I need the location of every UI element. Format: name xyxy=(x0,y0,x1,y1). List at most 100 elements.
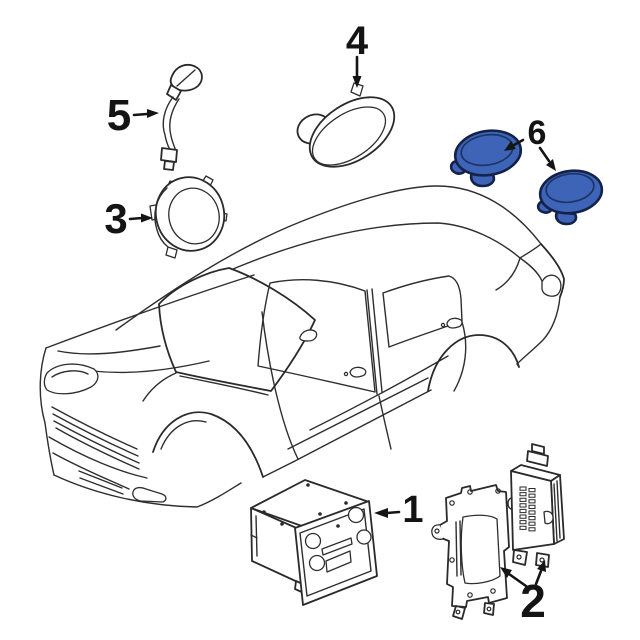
callout-2-number: 2 xyxy=(520,575,546,627)
radio-screw xyxy=(262,510,266,514)
sill-front xyxy=(262,461,294,478)
callout-1: 1 xyxy=(374,489,424,531)
callout-3: 3 xyxy=(104,195,153,242)
tweeter-right-foot xyxy=(554,210,578,226)
bumper-bottom xyxy=(53,474,242,508)
side-mirror xyxy=(299,329,318,342)
radio-cd-slot xyxy=(321,537,353,556)
bracket-foot-hole xyxy=(455,609,461,615)
windshield xyxy=(158,267,316,392)
part-mounting-bracket xyxy=(431,484,510,620)
callout-1-number: 1 xyxy=(402,489,423,531)
cable-wire xyxy=(162,96,180,152)
callouts: 1 2 3 4 5 6 xyxy=(104,19,556,627)
rear-door-window xyxy=(382,275,463,348)
radio-button-top xyxy=(304,532,322,550)
callout-2-arrowhead-right xyxy=(537,560,546,572)
amp-foot-right xyxy=(535,552,550,568)
radio-screw xyxy=(318,512,322,516)
cable-neck xyxy=(166,84,182,101)
callout-1-arrowhead xyxy=(374,508,388,518)
callout-2-arrow-right xyxy=(534,569,543,586)
bracket-hole xyxy=(449,557,455,563)
hood-silhouette xyxy=(45,274,255,349)
callout-5: 5 xyxy=(107,91,159,140)
amp-top-connector-step xyxy=(531,443,545,455)
callout-4: 4 xyxy=(346,19,369,88)
callout-4-arrowhead xyxy=(352,76,362,88)
radio-button-bottom xyxy=(308,554,326,572)
front-left-edge xyxy=(39,347,55,476)
bracket-ear-hole xyxy=(434,528,440,534)
amp-ribs xyxy=(553,480,561,542)
part-amplifier-module xyxy=(507,443,565,568)
rear-door-keyhole xyxy=(440,322,446,328)
bracket-hole xyxy=(490,588,496,594)
cable-top-connector-edge xyxy=(176,69,196,87)
speaker-rim-arc xyxy=(154,187,169,248)
bracket-hole xyxy=(449,500,455,506)
cowl-line xyxy=(179,375,269,396)
door-crease xyxy=(309,355,449,431)
front-arch-inner xyxy=(160,420,207,450)
amp-notch xyxy=(507,497,512,510)
amp-top-connector xyxy=(526,450,549,467)
part-tweeter-right xyxy=(536,169,604,226)
fog-lamp xyxy=(132,486,167,503)
rear-window-seam xyxy=(519,243,542,259)
headlight xyxy=(43,363,99,395)
rocker-top xyxy=(287,377,429,450)
callout-6-arrow-right xyxy=(538,146,551,163)
bracket-slot xyxy=(455,520,462,577)
rear-bumper xyxy=(516,296,561,365)
callout-3-arrowhead xyxy=(141,213,153,223)
radio-faceplate-inset xyxy=(299,508,372,597)
radio-screw xyxy=(336,524,340,528)
callout-3-number: 3 xyxy=(104,195,127,242)
callout-5-arrowhead xyxy=(147,109,159,118)
cable-bottom-nub xyxy=(163,160,175,171)
callout-6-number: 6 xyxy=(528,114,547,152)
oval-speaker-rim xyxy=(311,106,387,166)
amp-foot-hole xyxy=(539,557,545,563)
bumper-band-2 xyxy=(52,452,130,490)
trunk-seam xyxy=(519,257,543,282)
callout-2-arrow-left xyxy=(507,572,528,588)
tweeter-right-rim xyxy=(545,172,595,204)
bumper-band-1 xyxy=(48,436,148,479)
callout-2: 2 xyxy=(500,560,546,627)
bracket-hole xyxy=(467,592,473,598)
radio-screw xyxy=(344,501,348,505)
front-door-rear-edge xyxy=(378,395,392,450)
amp-side-tab xyxy=(543,510,554,525)
bracket-hole xyxy=(495,488,501,494)
b-pillar xyxy=(366,288,383,395)
amp-foot-hole xyxy=(516,554,522,560)
rear-bumper-join xyxy=(516,363,520,368)
callout-4-number: 4 xyxy=(346,19,369,63)
bracket-window xyxy=(460,514,501,585)
callout-2-arrowhead-left xyxy=(500,567,512,578)
bracket-foot-hole xyxy=(486,606,492,612)
tail-light xyxy=(541,274,562,297)
part-door-speaker xyxy=(149,175,228,259)
rocker-bottom xyxy=(292,389,432,463)
radio-screw xyxy=(280,522,284,526)
radio-screw xyxy=(306,483,310,487)
tweeter-right-body xyxy=(538,169,604,215)
car-body-outline xyxy=(39,185,565,508)
callout-5-number: 5 xyxy=(107,91,131,140)
front-door-window xyxy=(257,279,376,393)
radio-left-detail xyxy=(250,515,258,557)
rear-door-rear-edge xyxy=(453,321,467,392)
part-oval-speaker xyxy=(296,82,396,168)
callout-6-arrowhead-left xyxy=(504,141,516,151)
front-door-handle xyxy=(349,366,367,378)
cable-bottom-connector xyxy=(160,147,178,163)
rear-door-handle xyxy=(446,317,463,329)
c-pillar-line xyxy=(495,257,521,291)
lower-intake xyxy=(78,470,124,495)
speaker-inner-ring xyxy=(168,187,220,245)
